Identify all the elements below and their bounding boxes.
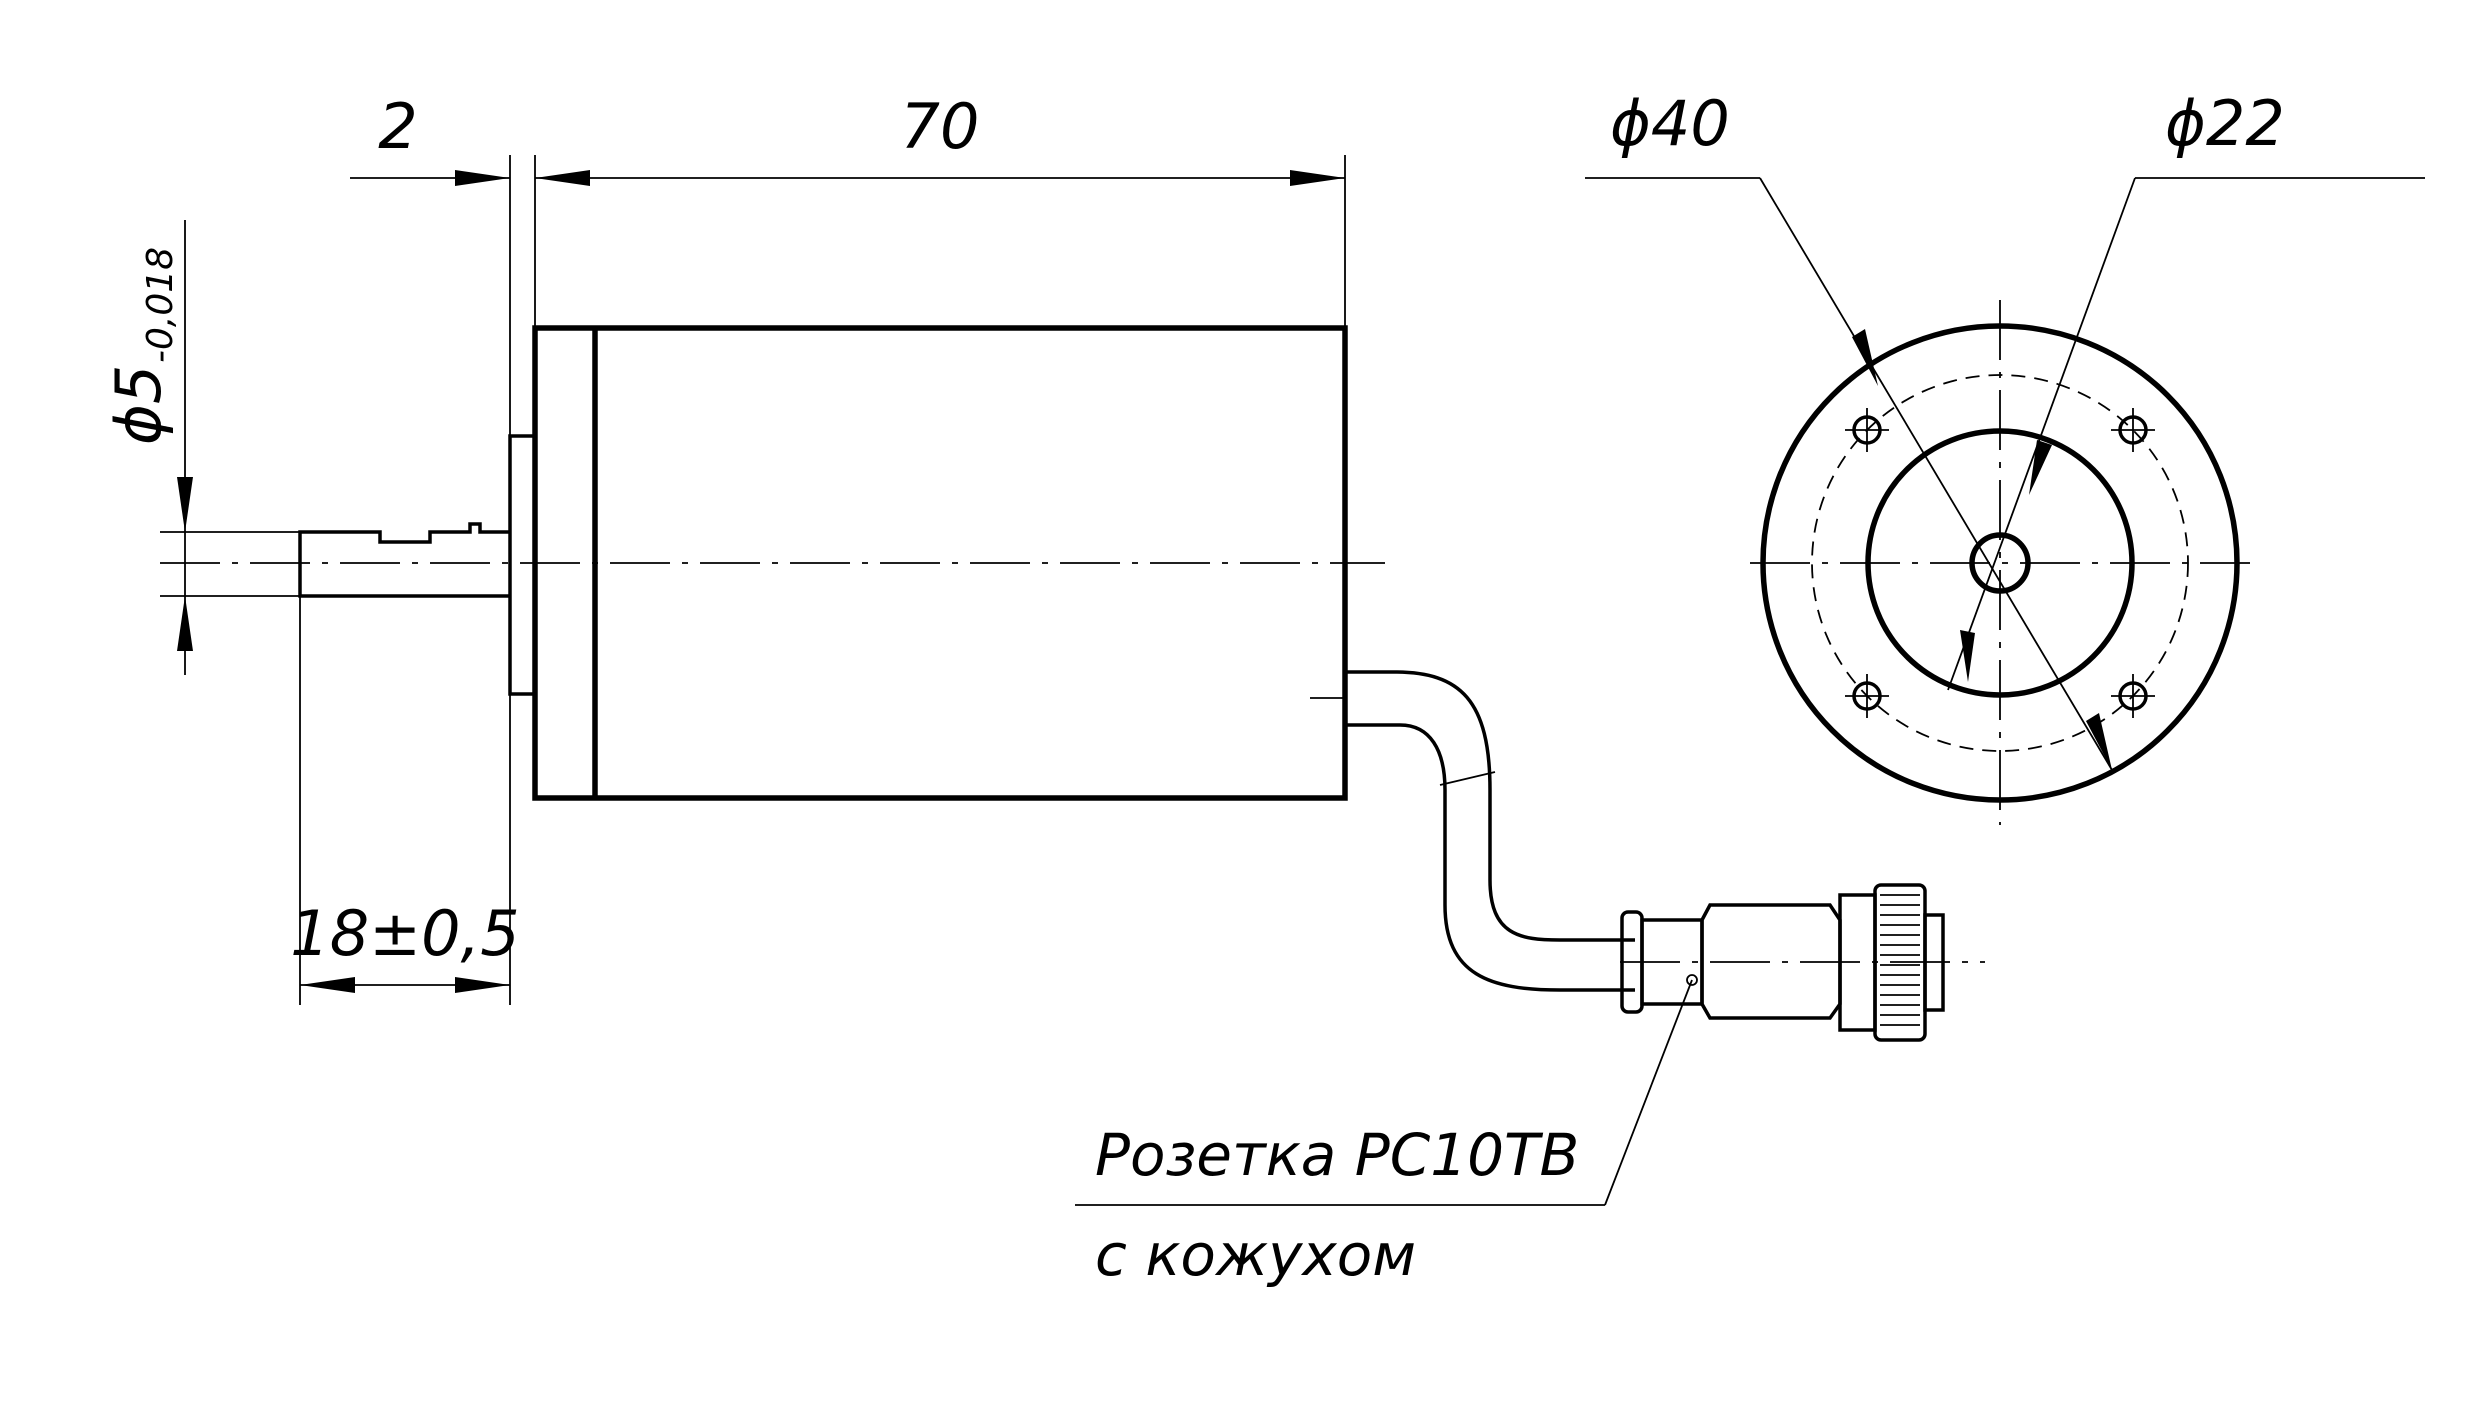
inner-diameter-label: ϕ22 (2165, 87, 2285, 160)
outer-diameter-label: ϕ40 (1610, 87, 1730, 160)
dim-2-label: 2 (378, 90, 417, 163)
flange-boss (508, 434, 537, 696)
dim-shaft-length: 18±0,5 (290, 897, 520, 993)
cable (1310, 670, 1635, 992)
shaft-diameter-label: ϕ5 (102, 365, 175, 445)
dim-inner-diameter: ϕ22 (1947, 87, 2425, 691)
side-view: 2 70 ϕ5 -0,018 18±0,5 Роз (102, 90, 1985, 1289)
dim-70-label: 70 (901, 90, 980, 163)
dim-outer-diameter: ϕ40 (1585, 87, 2113, 771)
shaft (298, 522, 510, 598)
callout-line2: с кожухом (1095, 1221, 1416, 1289)
end-view: ϕ40 ϕ22 (1585, 87, 2425, 825)
shaft-length-label: 18±0,5 (290, 897, 519, 970)
dim-body-length: 70 (901, 90, 1345, 186)
dim-flange-thickness: 2 (350, 90, 1345, 186)
callout-line1: Розетка РС10ТВ (1095, 1121, 1579, 1189)
connector-socket (1620, 883, 1985, 1042)
dim-shaft-diameter: ϕ5 -0,018 (102, 220, 193, 675)
connector-callout: Розетка РС10ТВ с кожухом (1075, 979, 1693, 1289)
shaft-diameter-tolerance: -0,018 (140, 247, 181, 363)
